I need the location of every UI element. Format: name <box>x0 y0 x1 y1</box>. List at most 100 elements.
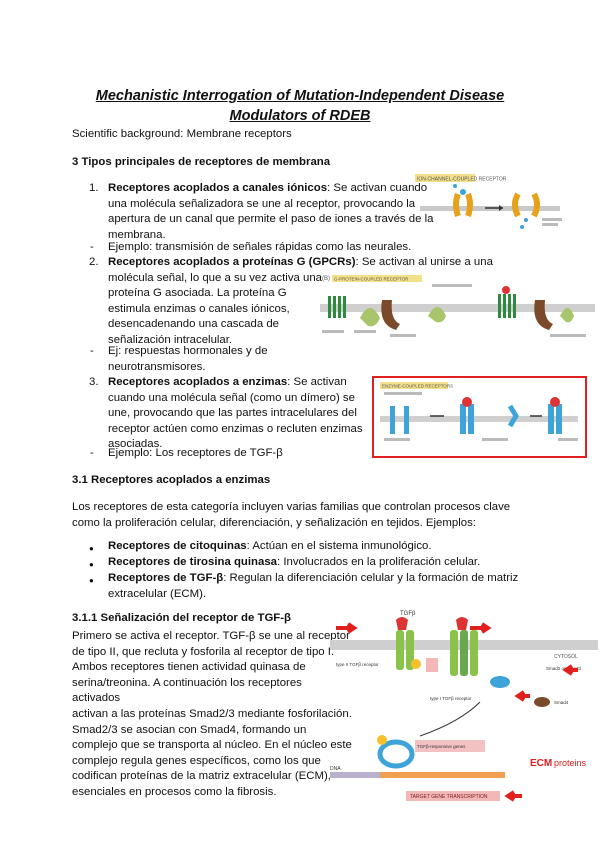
type-ii-receptor-icon <box>396 617 414 670</box>
enzyme-icon <box>381 300 400 330</box>
item-2-line: estimula enzimas o canales iónicos, <box>108 302 290 315</box>
arrow-icon <box>419 701 481 737</box>
smad23-icon <box>490 676 510 688</box>
receptor-dimer-icon <box>460 397 474 434</box>
item-1-line: apertura de un canal que permite el paso… <box>108 213 434 226</box>
figure-header-label: ION-CHANNEL-COUPLED RECEPTOR <box>417 177 507 183</box>
item-3-line: : Se activan <box>287 376 347 388</box>
dark-label-box <box>415 740 485 752</box>
tgf-beta-signaling-figure: TGFβ CYTOSOL type II TGFβ receptor type … <box>330 611 598 802</box>
item-1-number: 1. <box>89 182 99 194</box>
item-2-text: Receptores acoplados a proteínas G (GPCR… <box>108 255 508 349</box>
ecm-brand: ECM <box>530 758 552 769</box>
item-2-line: señalización intracelular. <box>108 333 233 346</box>
item-3-number: 3. <box>89 376 99 388</box>
item-2-example-line: neurotransmisores. <box>108 360 206 373</box>
dna-label: DNA <box>330 766 341 772</box>
smad4-icon <box>534 697 550 707</box>
membrane <box>320 304 595 312</box>
item-3-line: une, provocando que las partes intracelu… <box>108 407 357 420</box>
red-arrow-icon <box>504 790 522 802</box>
intro-line: Los receptores de esta categoría incluye… <box>72 501 511 513</box>
body-line: complejo que se transporta al núcleo. En… <box>72 739 352 752</box>
caption-text-lines <box>542 218 562 221</box>
red-arrow-icon <box>562 664 578 676</box>
phosphate-icon <box>411 659 421 669</box>
item-1-line: una molécula señalizadora se une al rece… <box>108 197 416 210</box>
gpcr-figure: (B) G-PROTEIN-COUPLED RECEPTOR <box>320 275 595 337</box>
item-3-bold: Receptores acoplados a enzimas <box>108 376 288 388</box>
type-i-label: type I TGFβ receptor <box>430 696 472 701</box>
caption-text-lines <box>322 330 344 333</box>
bullet: ● <box>89 544 94 553</box>
section-3-1-heading: 3.1 Receptores acoplados a enzimas <box>72 474 271 486</box>
receptor-complex-icon <box>450 617 478 676</box>
target-box <box>406 791 500 801</box>
caption-text-lines <box>542 223 558 226</box>
responsive-genes-label: TGFβ-responsive genes <box>417 744 466 749</box>
figure-header-box <box>332 275 422 282</box>
target-gene-label: TARGET GENE TRANSCRIPTION <box>410 794 488 800</box>
title-line-1: Mechanistic Interrogation of Mutation-In… <box>95 88 505 104</box>
signal-molecule-icon <box>502 286 510 294</box>
receptor-active-icon <box>507 397 562 434</box>
dash: - <box>90 345 94 357</box>
section-3-heading: 3 Tipos principales de receptores de mem… <box>72 156 331 168</box>
caption-text-lines <box>432 284 472 287</box>
arrow-block-icon <box>426 658 438 672</box>
body-line: Smad2/3 se asocian con Smad4, formando u… <box>72 723 307 736</box>
figure-header-label: ENZYME-COUPLED RECEPTORS <box>382 384 453 389</box>
arrow-head-icon <box>499 205 503 211</box>
item-2-bold: Receptores acoplados a proteínas G (GPCR… <box>108 256 356 268</box>
item-1-line: membrana. <box>108 228 166 241</box>
item-1-example: Ejemplo: transmisión de señales rápidas … <box>108 241 412 253</box>
figure-header-box <box>380 382 448 389</box>
body-line: activan a las proteínas Smad2/3 mediante… <box>72 707 352 720</box>
section-3-1-intro: Los receptores de esta categoría incluye… <box>72 500 542 531</box>
bullet-2-bold: Receptores de tirosina quinasa <box>108 556 278 568</box>
smad4-label: Smad4 <box>554 700 569 705</box>
ion-icon <box>453 184 457 188</box>
type-ii-label: type II TGFβ receptor <box>336 662 379 667</box>
ion-icon <box>524 218 528 222</box>
bullet-3-cont: extracelular (ECM). <box>108 587 207 600</box>
caption-text-lines <box>384 392 422 395</box>
bullet-3-text: : Regulan la diferenciación celular y la… <box>223 572 519 584</box>
bullet-2: Receptores de tirosina quinasa: Involucr… <box>108 555 480 571</box>
item-1-line: : Se activan cuando <box>327 182 428 194</box>
g-protein-icon <box>560 308 574 323</box>
figure-tag: (B) <box>322 276 330 282</box>
item-2-line: molécula señal, lo que a su vez activa u… <box>108 271 323 284</box>
ion-channel-receptor-figure: ION-CHANNEL-COUPLED RECEPTOR <box>415 174 562 229</box>
item-3-text: Receptores acoplados a enzimas: Se activ… <box>108 375 378 453</box>
caption-text-lines <box>482 438 508 441</box>
item-2-line: desencadenando una cascada de <box>108 318 280 331</box>
item-2-line: : Se activan al unirse a una <box>355 256 493 268</box>
body-line: esenciales en procesos como la fibrosis. <box>72 785 277 798</box>
dash: - <box>90 447 94 459</box>
gpcr-receptor-active-icon <box>498 294 516 318</box>
bullet-2-text: : Involucrados en la proliferación celul… <box>277 556 481 568</box>
caption-text-lines <box>390 334 416 337</box>
tgf-beta-label: TGFβ <box>400 611 416 617</box>
receptor-monomer-icon <box>390 406 409 434</box>
closed-channel-icon <box>453 192 473 217</box>
item-1-text: Receptores acoplados a canales iónicos: … <box>108 181 438 243</box>
subtitle: Scientific background: Membrane receptor… <box>72 128 292 140</box>
body-line: serina/treonina. A continuación los rece… <box>72 676 302 705</box>
figure-header-label: G-PROTEIN-COUPLED RECEPTOR <box>334 277 409 282</box>
body-line: codifican proteínas de la matriz extrace… <box>72 770 331 783</box>
gene-bar <box>380 772 505 778</box>
red-arrow-icon <box>470 622 492 634</box>
gpcr-receptor-icon <box>328 296 346 318</box>
bullet-1-bold: Receptores de citoquinas <box>108 540 247 552</box>
body-line: de tipo II, que recluta y fosforila al r… <box>72 645 335 658</box>
caption-text-lines <box>558 438 578 441</box>
smad-complex-icon <box>377 739 415 769</box>
caption-text-lines <box>354 330 376 333</box>
phosphate-icon <box>377 735 387 745</box>
smad23-label: Smad2 or Smad3 <box>546 666 582 671</box>
open-channel-icon <box>512 192 540 218</box>
item-2-example: Ej: respuestas hormonales y de neurotran… <box>108 344 268 375</box>
section-3-1-1-heading: 3.1.1 Señalización del receptor de TGF-β <box>72 612 292 624</box>
